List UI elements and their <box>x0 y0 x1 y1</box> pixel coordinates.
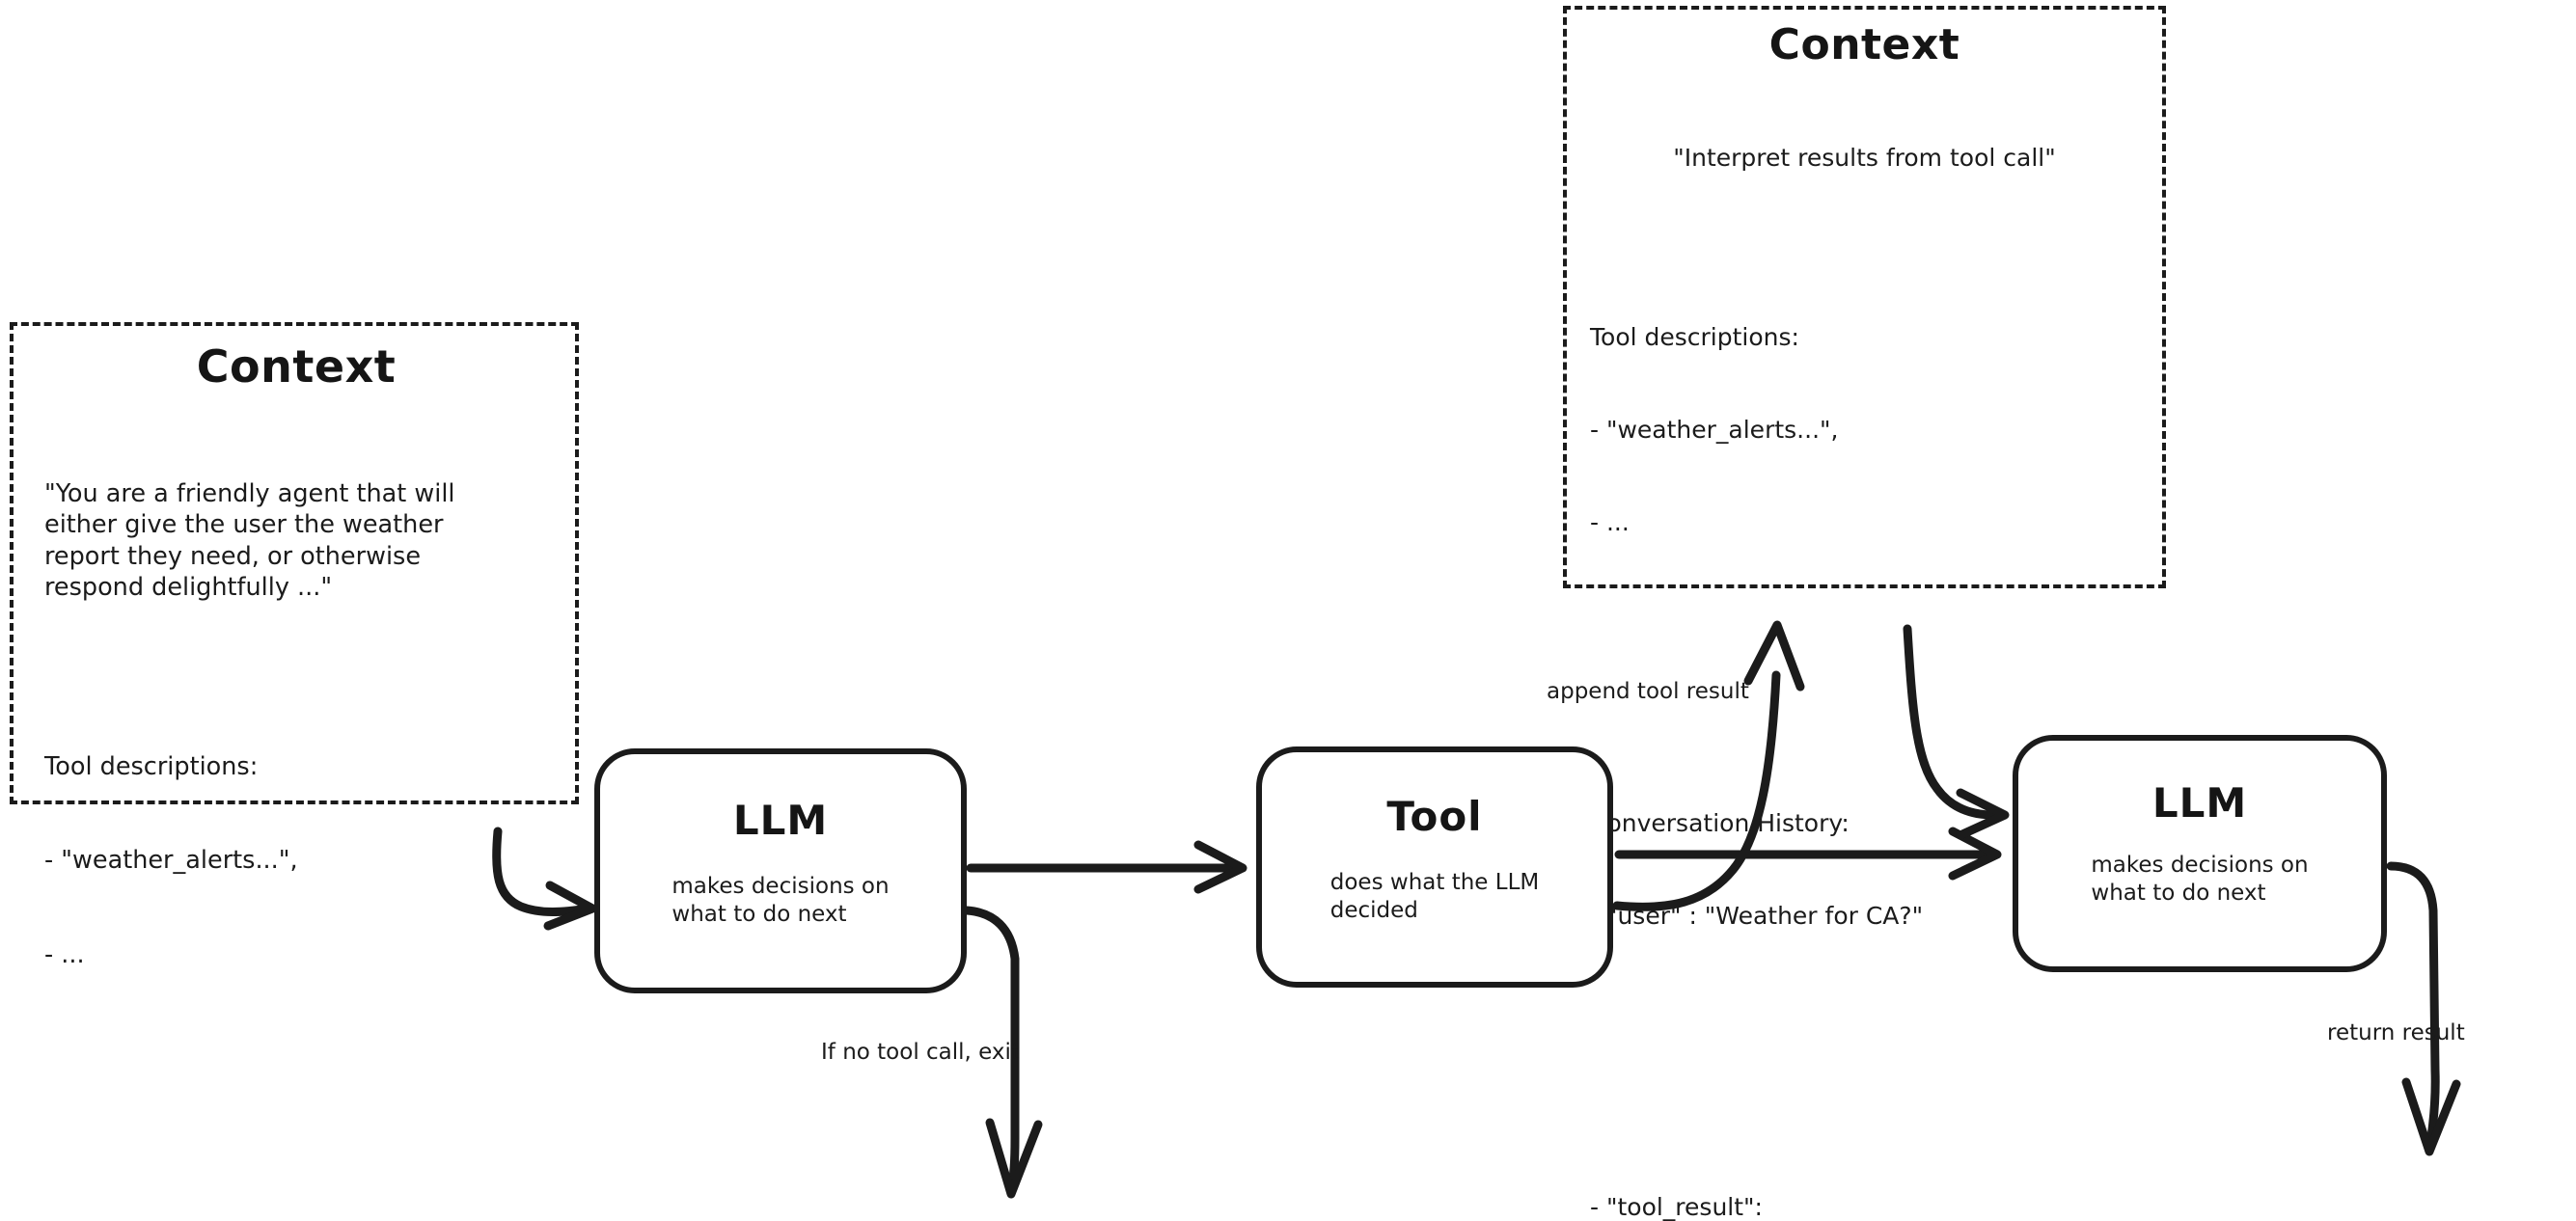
context-left-tool-item: - "weather_alerts...", <box>44 846 298 876</box>
node-llm-first-subtitle: makes decisions on what to do next <box>671 874 890 928</box>
edge-label-no-tool-call: If no tool call, exit <box>821 1040 1020 1065</box>
context-left-system-prompt: "You are a friendly agent that will eith… <box>44 478 455 603</box>
context-right-tool-item: - ... <box>1590 508 1630 537</box>
edge-label-return-result: return result <box>2327 1020 2465 1045</box>
context-left-title: Context <box>196 340 397 393</box>
node-tool[interactable]: Tool does what the LLM decided <box>1256 746 1613 988</box>
context-left-tool-heading: Tool descriptions: <box>44 751 259 781</box>
context-left-tool-descriptions: Tool descriptions: - "weather_alerts..."… <box>44 688 548 1034</box>
context-left-tool-item: - ... <box>44 940 85 970</box>
arrowhead-llm1-exit <box>985 1118 1043 1199</box>
context-right-title: Context <box>1768 20 1960 69</box>
node-llm-first-title: LLM <box>732 797 829 844</box>
arrowhead-context-to-llm1 <box>543 881 597 931</box>
context-right-conversation: Conversation History: - "user" : "Weathe… <box>1590 746 2139 993</box>
context-right-tool-result-heading: - "tool_result": <box>1590 1193 1763 1221</box>
node-llm-second[interactable]: LLM makes decisions on what to do next <box>2013 735 2387 972</box>
context-right-tool-result: - "tool_result": { "state": "CA", [ { "r… <box>1590 1130 2139 1221</box>
context-right-tool-item: - "weather_alerts...", <box>1590 416 1839 445</box>
arrowhead-llm2-return <box>2401 1077 2461 1156</box>
context-right-body: "Interpret results from tool call" Tool … <box>1590 81 2139 1221</box>
context-right-tool-heading: Tool descriptions: <box>1590 323 1799 352</box>
node-llm-second-title: LLM <box>2151 779 2248 827</box>
context-panel-right: Context "Interpret results from tool cal… <box>1563 6 2166 1221</box>
context-right-conversation-heading: Conversation History: <box>1590 809 1850 838</box>
node-tool-subtitle: does what the LLM decided <box>1329 870 1540 924</box>
arrowhead-llm1-to-tool <box>1193 840 1247 894</box>
context-right-system-prompt: "Interpret results from tool call" <box>1673 144 2056 173</box>
context-right-conversation-item: - "user" : "Weather for CA?" <box>1590 902 1924 931</box>
context-left-body: "You are a friendly agent that will eith… <box>44 415 548 1221</box>
edge-llm2-return <box>2386 861 2440 1154</box>
context-panel-left: Context "You are a friendly agent that w… <box>10 322 579 969</box>
context-right-tool-descriptions: Tool descriptions: - "weather_alerts..."… <box>1590 260 2139 600</box>
node-tool-title: Tool <box>1386 793 1483 840</box>
node-llm-second-subtitle: makes decisions on what to do next <box>2091 853 2309 907</box>
context-left-conversation: Conversation History: - "user" : "Weathe… <box>44 1181 548 1221</box>
node-llm-first[interactable]: LLM makes decisions on what to do next <box>594 748 967 993</box>
edge-label-append-tool-result: append tool result <box>1547 679 1749 704</box>
